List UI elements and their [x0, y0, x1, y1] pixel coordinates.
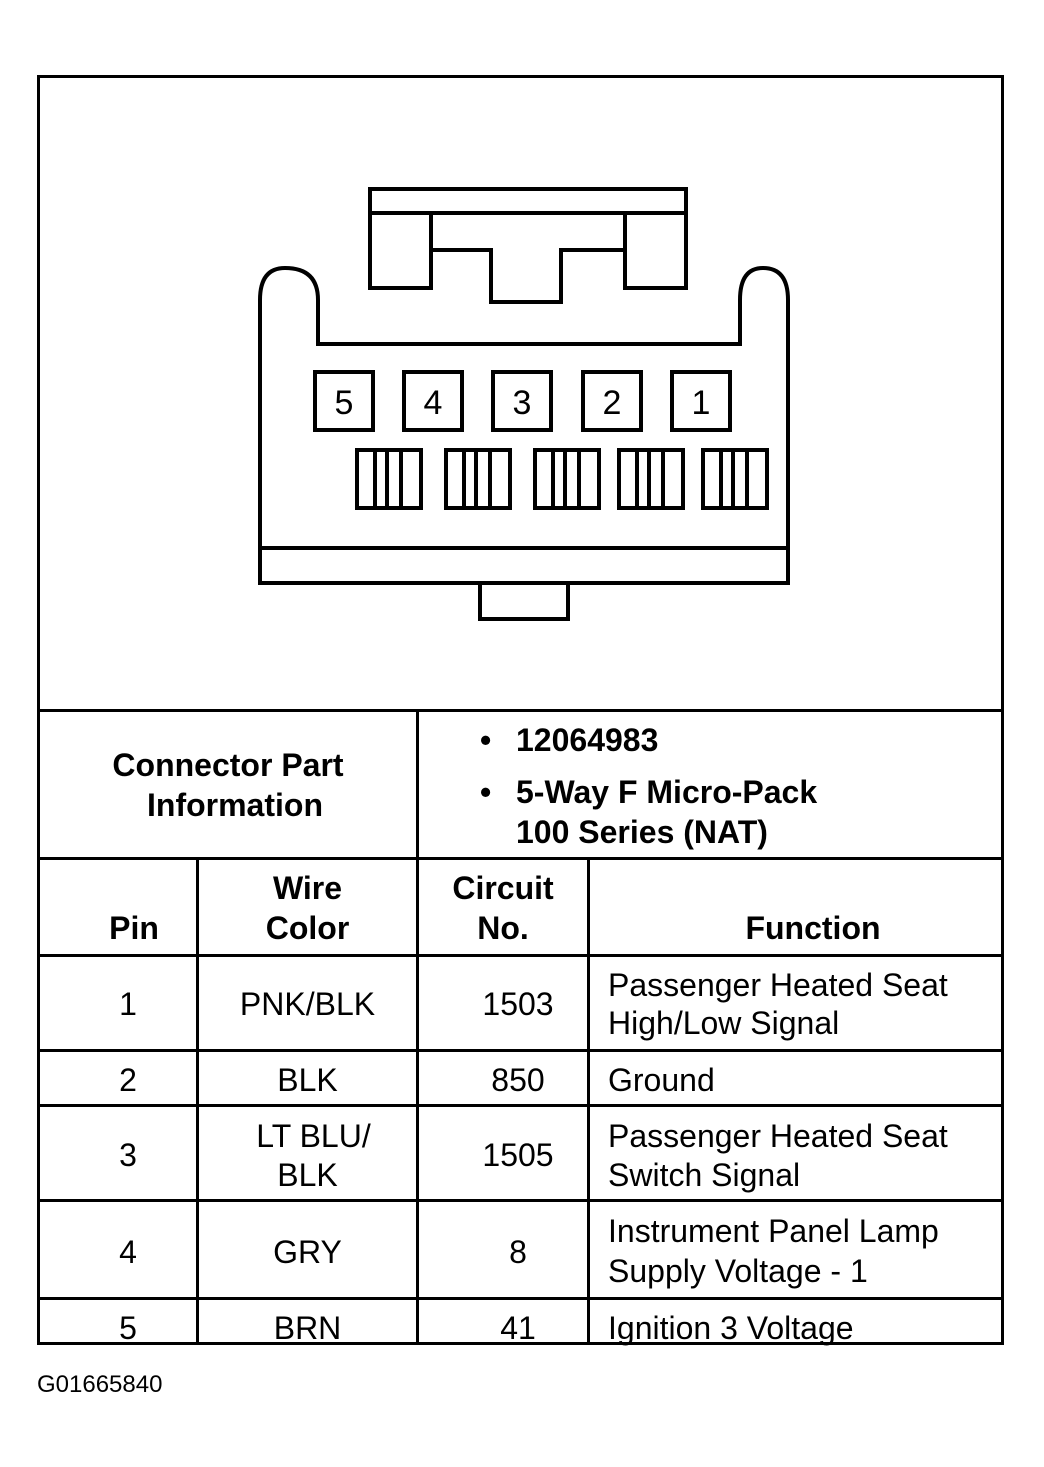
header-function: Function: [745, 910, 881, 946]
pin-number-2: 2: [603, 384, 622, 422]
row3-wire-line2: BLK: [277, 1157, 338, 1193]
rule-col-circuit: [587, 857, 590, 1345]
rule-header-bottom: [40, 954, 1001, 957]
row3-wire-line1: LT BLU/: [256, 1118, 371, 1154]
pin-box-3: [491, 370, 553, 432]
row5-pin: 5: [119, 1310, 137, 1346]
row3-circuit: 1505: [482, 1137, 554, 1173]
row1-function-line1: Passenger Heated Seat: [608, 967, 948, 1003]
header-wire-line1: Wire: [272, 870, 343, 906]
row4-function-line1: Instrument Panel Lamp: [608, 1213, 939, 1249]
rule-col-wire: [416, 857, 419, 1345]
pin-box-4: [402, 370, 464, 432]
diagram-frame: 5 4 3 2 1 Connector Part Information • 12064…: [37, 75, 1004, 1346]
connector-housing: [258, 265, 790, 585]
rule-row4-bottom: [40, 1297, 1001, 1300]
part-info-label-line2: Information: [147, 787, 323, 823]
row3-pin: 3: [119, 1137, 137, 1173]
header-circuit-line2: No.: [477, 910, 529, 946]
row1-function-line2: High/Low Signal: [608, 1005, 840, 1041]
rule-info-divider: [416, 709, 419, 859]
part-number: 12064983: [516, 722, 659, 758]
rule-info-top: [40, 709, 1001, 712]
terminal-cavity-5: [355, 448, 423, 510]
row3-function-line2: Switch Signal: [608, 1157, 801, 1193]
row1-circuit: 1503: [482, 986, 554, 1022]
row3-function-line1: Passenger Heated Seat: [608, 1118, 948, 1154]
row2-circuit: 850: [491, 1062, 545, 1098]
row4-wire: GRY: [273, 1234, 342, 1270]
pin-number-1: 1: [692, 384, 711, 422]
figure-id: G01665840: [37, 1371, 163, 1398]
row2-wire: BLK: [277, 1062, 338, 1098]
pin-box-1: [670, 370, 732, 432]
part-info-label-line1: Connector Part: [112, 747, 344, 783]
connector-latch-outer: [368, 187, 688, 215]
header-pin: Pin: [109, 910, 159, 946]
header-circuit-line1: Circuit: [452, 870, 554, 906]
row1-wire: PNK/BLK: [239, 986, 376, 1022]
terminal-cavity-3: [533, 448, 601, 510]
row5-circuit: 41: [500, 1310, 536, 1346]
rule-row3-bottom: [40, 1199, 1001, 1202]
connector-key-tab: [478, 583, 570, 621]
bullet-description: •: [480, 774, 492, 810]
rule-row1-bottom: [40, 1049, 1001, 1052]
part-description-line2: 100 Series (NAT): [516, 814, 768, 850]
row2-pin: 2: [119, 1062, 137, 1098]
header-wire-line2: Color: [265, 910, 350, 946]
rule-col-pin: [196, 857, 199, 1345]
pin-box-5: [313, 370, 375, 432]
pin-number-5: 5: [335, 384, 354, 422]
row4-pin: 4: [119, 1234, 137, 1270]
row4-function-line2: Supply Voltage - 1: [608, 1253, 868, 1289]
pin-box-2: [581, 370, 643, 432]
connector-latch-body: [368, 213, 433, 290]
row5-function-line1: Ignition 3 Voltage: [608, 1310, 854, 1346]
pin-number-4: 4: [424, 384, 443, 422]
row4-circuit: 8: [509, 1234, 527, 1270]
row2-function-line1: Ground: [608, 1062, 715, 1098]
row1-pin: 1: [119, 986, 137, 1022]
rule-header-top: [40, 857, 1001, 860]
row5-wire: BRN: [273, 1310, 342, 1346]
terminal-cavity-4: [444, 448, 512, 510]
connector-drawing: 5 4 3 2 1: [258, 187, 790, 621]
terminal-cavity-1: [701, 448, 769, 510]
rule-row2-bottom: [40, 1104, 1001, 1107]
bullet-part-number: •: [480, 722, 492, 758]
pin-number-3: 3: [513, 384, 532, 422]
terminal-cavity-2: [617, 448, 685, 510]
connector-latch-step: [429, 248, 627, 304]
part-description-line1: 5-Way F Micro-Pack: [516, 774, 818, 810]
